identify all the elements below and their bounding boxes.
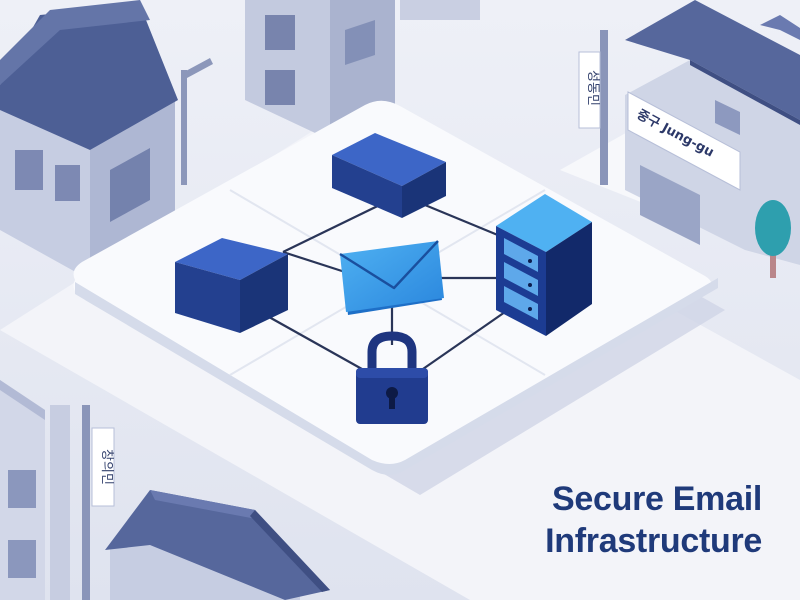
title-line-1: Secure Email <box>552 480 762 518</box>
house-top-left <box>0 0 178 280</box>
padlock-icon <box>356 331 428 424</box>
title-line-2: Infrastructure <box>545 522 762 560</box>
building-bottom-left <box>0 380 70 600</box>
page-title: Secure Email Infrastructure <box>545 478 762 562</box>
vertical-sign-top-right: 성동민 <box>578 30 608 185</box>
server-icon <box>496 194 592 336</box>
sign-text-bottom-left: 창의민 <box>99 449 114 485</box>
cube-icon <box>175 238 288 333</box>
vertical-sign-bottom-left: 창의민 <box>82 405 115 600</box>
envelope-icon <box>339 240 444 315</box>
cube-icon <box>332 133 446 218</box>
sign-text-top-right: 성동민 <box>585 70 600 106</box>
lamp-post <box>181 58 213 185</box>
house-bottom-center <box>105 490 330 600</box>
tree <box>755 200 791 278</box>
